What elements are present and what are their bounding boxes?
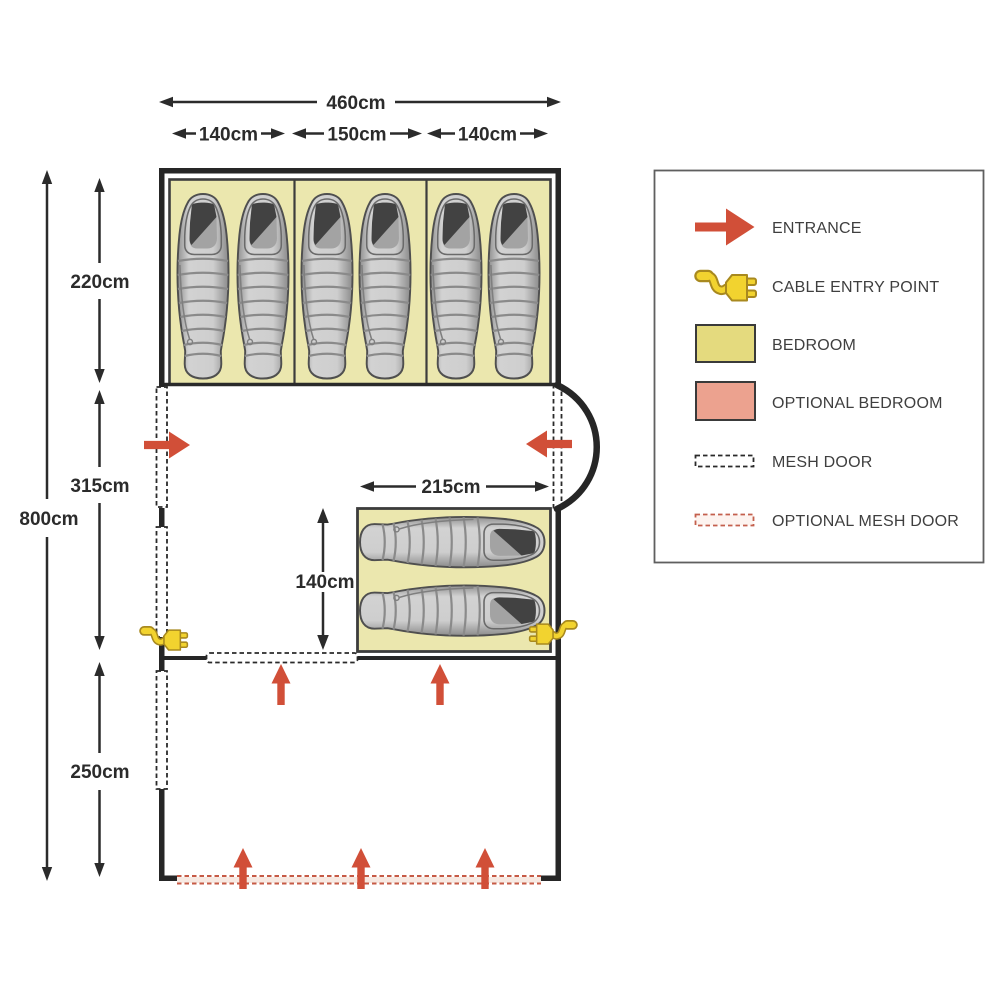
svg-text:BEDROOM: BEDROOM	[772, 337, 856, 354]
svg-text:ENTRANCE: ENTRANCE	[772, 220, 862, 237]
svg-text:OPTIONAL MESH DOOR: OPTIONAL MESH DOOR	[772, 513, 959, 530]
svg-text:460cm: 460cm	[326, 93, 385, 114]
svg-text:OPTIONAL BEDROOM: OPTIONAL BEDROOM	[772, 395, 943, 412]
svg-text:215cm: 215cm	[421, 477, 480, 498]
svg-text:220cm: 220cm	[70, 272, 129, 293]
svg-text:MESH DOOR: MESH DOOR	[772, 454, 872, 471]
svg-text:140cm: 140cm	[458, 125, 517, 146]
svg-text:250cm: 250cm	[70, 762, 129, 783]
svg-text:CABLE ENTRY POINT: CABLE ENTRY POINT	[772, 279, 939, 296]
svg-text:140cm: 140cm	[199, 125, 258, 146]
svg-text:315cm: 315cm	[70, 476, 129, 497]
svg-text:800cm: 800cm	[19, 509, 78, 530]
svg-text:150cm: 150cm	[327, 125, 386, 146]
svg-text:140cm: 140cm	[295, 572, 354, 593]
